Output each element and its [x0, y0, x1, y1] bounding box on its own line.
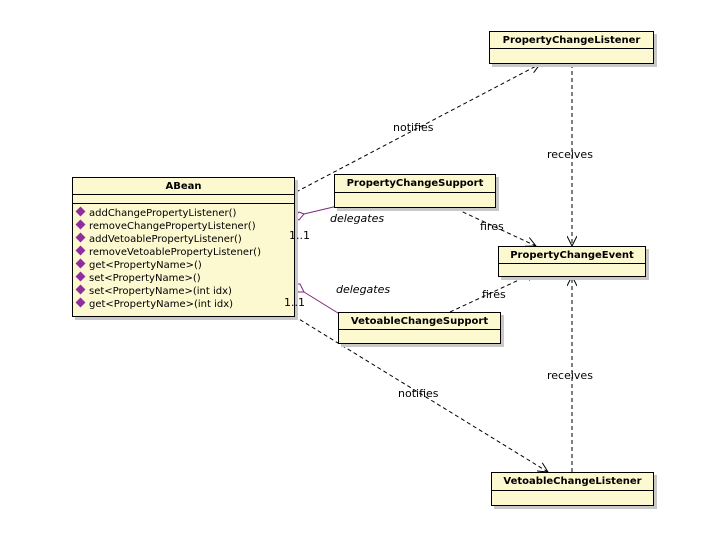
- method-item[interactable]: set<PropertyName>(): [75, 271, 294, 285]
- aggregation-diamond-vetoable: [293, 283, 305, 293]
- delegates-label-property: delegates: [330, 212, 385, 225]
- public-method-icon: [75, 284, 86, 295]
- receives-label-property: receives: [547, 148, 593, 161]
- public-method-icon: [75, 258, 86, 269]
- class-vetoable-change-support-name: VetoableChangeSupport: [339, 313, 500, 330]
- public-method-icon: [75, 232, 86, 243]
- fires-label-property: fires: [480, 220, 504, 233]
- method-item[interactable]: get<PropertyName>(): [75, 258, 294, 272]
- class-vetoable-change-listener-name: VetoableChangeListener: [492, 473, 653, 491]
- public-method-icon: [75, 297, 86, 308]
- class-property-change-support[interactable]: PropertyChangeSupport: [334, 174, 496, 208]
- abean-method-list: addChangePropertyListener() removeChange…: [73, 204, 294, 311]
- public-method-icon: [75, 271, 86, 282]
- class-property-change-listener-name: PropertyChangeListener: [490, 32, 653, 49]
- multiplicity-label-vetoable: 1..1: [284, 296, 305, 309]
- method-item[interactable]: get<PropertyName>(int idx): [75, 297, 294, 311]
- delegates-label-vetoable: delegates: [336, 283, 391, 296]
- method-item[interactable]: addVetoablePropertyListener(): [75, 232, 294, 246]
- class-abean-name: ABean: [73, 178, 294, 195]
- fires-vetoable-line: [449, 272, 536, 313]
- notifies-label-vetoable: notifies: [398, 387, 439, 400]
- class-property-change-support-body: [335, 193, 495, 201]
- aggregation-diamond-property: [293, 211, 305, 221]
- class-property-change-listener-body: [490, 49, 653, 57]
- notifies-vetoable-listener-line: [293, 315, 548, 472]
- public-method-icon: [75, 245, 86, 256]
- class-property-change-event[interactable]: PropertyChangeEvent: [498, 246, 646, 277]
- method-item[interactable]: addChangePropertyListener(): [75, 206, 294, 220]
- multiplicity-label-property: 1..1: [289, 229, 310, 242]
- class-property-change-event-body: [499, 264, 645, 272]
- class-vetoable-change-listener-body: [492, 491, 653, 499]
- notifies-label-property: notifies: [393, 121, 434, 134]
- fires-label-vetoable: fires: [482, 288, 506, 301]
- method-item[interactable]: removeChangePropertyListener(): [75, 219, 294, 233]
- class-vetoable-change-support-body: [339, 330, 500, 338]
- public-method-icon: [75, 219, 86, 230]
- fires-property-line: [449, 205, 536, 246]
- class-property-change-listener[interactable]: PropertyChangeListener: [489, 31, 654, 64]
- class-abean[interactable]: ABean addChangePropertyListener() remove…: [72, 177, 295, 317]
- notifies-property-listener-line: [295, 64, 540, 193]
- class-abean-attributes: [73, 195, 294, 204]
- method-item[interactable]: set<PropertyName>(int idx): [75, 284, 294, 298]
- public-method-icon: [75, 206, 86, 217]
- class-vetoable-change-support[interactable]: VetoableChangeSupport: [338, 312, 501, 344]
- receives-label-vetoable: receives: [547, 369, 593, 382]
- class-property-change-event-name: PropertyChangeEvent: [499, 247, 645, 264]
- class-property-change-support-name: PropertyChangeSupport: [335, 175, 495, 193]
- method-item[interactable]: removeVetoablePropertyListener(): [75, 245, 294, 259]
- class-vetoable-change-listener[interactable]: VetoableChangeListener: [491, 472, 654, 506]
